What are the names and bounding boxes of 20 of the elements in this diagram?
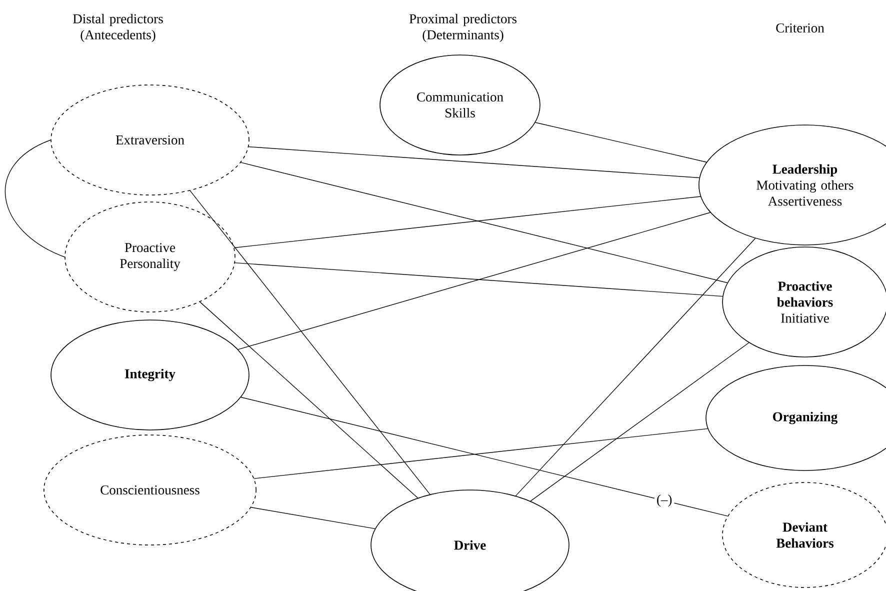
connector-line bbox=[515, 238, 756, 496]
connector-line bbox=[5, 140, 65, 258]
connector-line bbox=[240, 162, 728, 284]
connector-line bbox=[200, 302, 418, 498]
connector-line bbox=[248, 146, 700, 178]
connector-line bbox=[190, 190, 430, 495]
connector-line bbox=[240, 396, 728, 516]
connector-line bbox=[535, 122, 707, 162]
column-heading: Distal predictors (Antecedents) bbox=[73, 14, 163, 42]
connector-line bbox=[254, 428, 708, 479]
edge-label: (–) bbox=[654, 492, 674, 509]
connector-line bbox=[234, 262, 723, 297]
connector-line bbox=[530, 342, 750, 502]
connector-line bbox=[250, 507, 376, 530]
ellipse-node: Communication Skills bbox=[380, 54, 540, 156]
ellipse-node: Integrity bbox=[50, 320, 250, 430]
connector-line bbox=[234, 196, 701, 248]
column-heading: Proximal predictors (Determinants) bbox=[409, 14, 517, 42]
connector-line bbox=[238, 212, 711, 350]
column-heading: Criterion bbox=[776, 23, 824, 33]
